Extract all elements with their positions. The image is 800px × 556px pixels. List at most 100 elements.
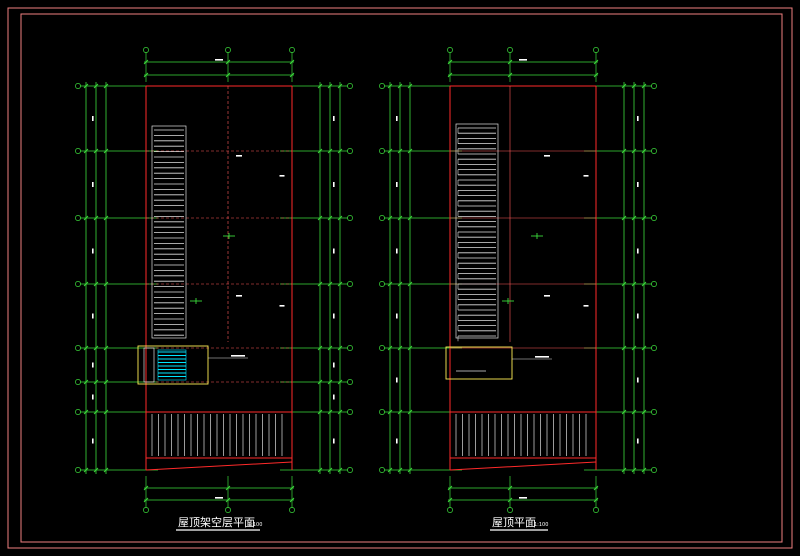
dimension-tick xyxy=(327,148,333,154)
stair-core-box xyxy=(137,345,209,385)
left-segment-dimension xyxy=(92,438,94,444)
dimension-tick xyxy=(103,345,109,351)
dimension-tick xyxy=(93,379,99,385)
right-segment-dimension xyxy=(637,248,639,254)
dimension-tick xyxy=(631,281,637,287)
axis-bubble-circle-icon xyxy=(75,281,81,287)
left-segment-dimension xyxy=(396,313,398,319)
dimension-label-mark xyxy=(279,175,285,177)
dimension-tick xyxy=(317,409,323,415)
dimension-tick xyxy=(641,215,647,221)
dimension-tick xyxy=(397,345,403,351)
axis-bubble-circle-icon xyxy=(75,345,81,351)
dimension-label-mark xyxy=(333,248,335,254)
dimension-label-mark xyxy=(544,295,550,297)
dimension-label-mark xyxy=(333,438,335,444)
right-segment-dimension xyxy=(637,377,639,383)
dimension-tick xyxy=(289,59,295,65)
right-segment-dimension xyxy=(333,313,335,319)
right-segment-dimension xyxy=(333,394,335,400)
dimension-label-mark xyxy=(333,362,335,368)
axis-bubble-circle-icon xyxy=(75,409,81,415)
axis-bubble-circle-icon xyxy=(347,345,353,351)
roof-label xyxy=(236,295,242,297)
axis-bubble-circle-icon xyxy=(289,47,295,53)
dimension-tick xyxy=(387,83,393,89)
dimension-tick xyxy=(93,467,99,473)
axis-bubble-circle-icon xyxy=(75,148,81,154)
dimension-tick xyxy=(631,215,637,221)
dimension-tick xyxy=(631,345,637,351)
dimension-tick xyxy=(387,281,393,287)
dimension-tick xyxy=(103,83,109,89)
axis-bubble-circle-icon xyxy=(379,83,385,89)
stair-outline xyxy=(157,349,187,381)
dimension-tick xyxy=(621,83,627,89)
dimension-tick xyxy=(327,379,333,385)
dimension-tick xyxy=(83,83,89,89)
axis-bubble-circle-icon xyxy=(593,507,599,513)
axis-bubble-circle-icon xyxy=(347,281,353,287)
dimension-tick xyxy=(337,379,343,385)
dimension-tick xyxy=(225,485,231,491)
dimension-label-mark xyxy=(236,295,242,297)
dimension-label-mark xyxy=(519,497,527,499)
dimension-label-mark xyxy=(396,182,398,187)
left-segment-dimension xyxy=(396,182,398,187)
axis-bubble-circle-icon xyxy=(379,467,385,473)
dimension-tick xyxy=(317,83,323,89)
dimension-label-mark xyxy=(396,377,398,383)
left-plan-scale: 1:100 xyxy=(248,522,262,528)
dimension-tick xyxy=(103,281,109,287)
dimension-label-mark xyxy=(637,248,639,254)
right-segment-dimension xyxy=(637,438,639,444)
stair-core-box xyxy=(445,346,513,380)
inner-frame xyxy=(20,13,783,543)
dimension-tick xyxy=(337,281,343,287)
right-segment-dimension xyxy=(637,182,639,187)
dimension-label-mark xyxy=(396,248,398,254)
roof-label xyxy=(544,295,550,297)
dimension-tick xyxy=(641,148,647,154)
dimension-tick xyxy=(103,379,109,385)
dimension-label-mark xyxy=(396,438,398,444)
dimension-tick xyxy=(327,215,333,221)
dimension-label-mark xyxy=(236,155,242,157)
right-segment-dimension xyxy=(637,116,639,121)
dimension-label-mark xyxy=(637,438,639,444)
top-overall-dimension xyxy=(519,59,527,61)
dimension-label-mark xyxy=(279,305,285,307)
right-segment-dimension xyxy=(333,182,335,187)
bottom-overall-dimension xyxy=(519,497,527,499)
dimension-tick xyxy=(507,497,513,503)
dimension-tick xyxy=(93,409,99,415)
dimension-tick xyxy=(507,485,513,491)
dimension-tick xyxy=(289,72,295,78)
left-segment-dimension xyxy=(92,248,94,254)
dimension-label-mark xyxy=(215,59,223,61)
dimension-tick xyxy=(387,345,393,351)
dimension-label-mark xyxy=(637,182,639,187)
dimension-tick xyxy=(631,148,637,154)
dimension-tick xyxy=(641,409,647,415)
axis-bubble-circle-icon xyxy=(651,467,657,473)
left-segment-dimension xyxy=(92,394,94,400)
dimension-label-mark xyxy=(92,182,94,187)
axis-bubble-circle-icon xyxy=(593,47,599,53)
dimension-label-mark xyxy=(583,305,589,307)
dimension-label-mark xyxy=(92,313,94,319)
bottom-overall-dimension xyxy=(215,497,223,499)
dimension-tick xyxy=(397,467,403,473)
dimension-tick xyxy=(143,485,149,491)
dimension-tick xyxy=(317,148,323,154)
dimension-tick xyxy=(621,148,627,154)
left-segment-dimension xyxy=(396,248,398,254)
dimension-tick xyxy=(317,379,323,385)
dimension-tick xyxy=(641,83,647,89)
top-overall-dimension xyxy=(215,59,223,61)
dimension-label-mark xyxy=(92,116,94,121)
axis-bubble-circle-icon xyxy=(379,409,385,415)
dimension-label-mark xyxy=(519,59,527,61)
axis-bubble-circle-icon xyxy=(379,215,385,221)
dimension-tick xyxy=(225,497,231,503)
